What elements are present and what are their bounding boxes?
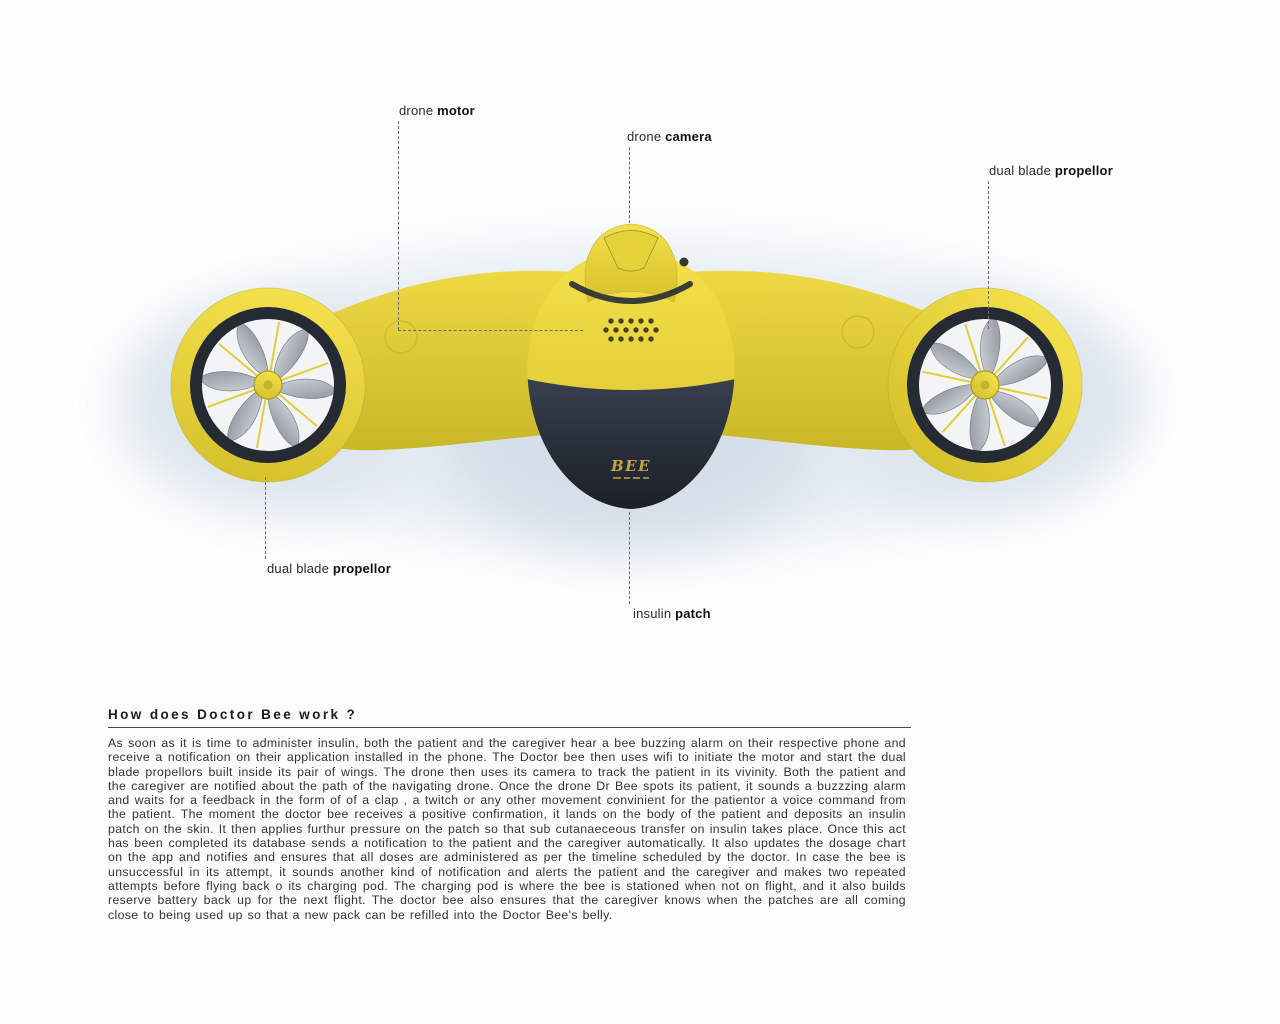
- label-term: camera: [665, 129, 712, 144]
- leader-line-camera: [629, 147, 630, 223]
- label-propellor-left: dual blade propellor: [267, 561, 391, 576]
- leader-line-insulin-patch: [629, 512, 630, 604]
- leader-line-motor-vertical: [398, 121, 399, 330]
- label-prefix: drone: [627, 129, 666, 144]
- leader-line-propellor-right: [988, 181, 989, 329]
- section-divider: [108, 727, 911, 728]
- label-insulin-patch: insulin patch: [633, 606, 711, 621]
- section-paragraph: As soon as it is time to administer insu…: [108, 736, 906, 922]
- label-term: patch: [675, 606, 711, 621]
- section-heading: How does Doctor Bee work ?: [108, 707, 358, 722]
- label-prefix: dual blade: [989, 163, 1055, 178]
- motor-ring-right: [841, 315, 875, 349]
- motor-ring-left: [384, 320, 418, 354]
- collar-seam: [569, 281, 693, 304]
- speaker-grille: [603, 318, 659, 342]
- brand-submark: [613, 477, 649, 479]
- leader-line-propellor-left: [265, 477, 266, 559]
- label-drone-motor: drone motor: [399, 103, 475, 118]
- leader-line-motor-horizontal: [398, 330, 583, 331]
- label-propellor-right: dual blade propellor: [989, 163, 1113, 178]
- camera-dot: [679, 257, 689, 267]
- label-prefix: dual blade: [267, 561, 333, 576]
- head-notch: [603, 230, 659, 272]
- label-prefix: insulin: [633, 606, 676, 621]
- label-drone-camera: drone camera: [627, 129, 712, 144]
- label-prefix: drone: [399, 103, 438, 118]
- label-term: propellor: [332, 561, 391, 576]
- label-term: motor: [437, 103, 475, 118]
- brand-text: BEE: [610, 457, 651, 475]
- label-term: propellor: [1054, 163, 1113, 178]
